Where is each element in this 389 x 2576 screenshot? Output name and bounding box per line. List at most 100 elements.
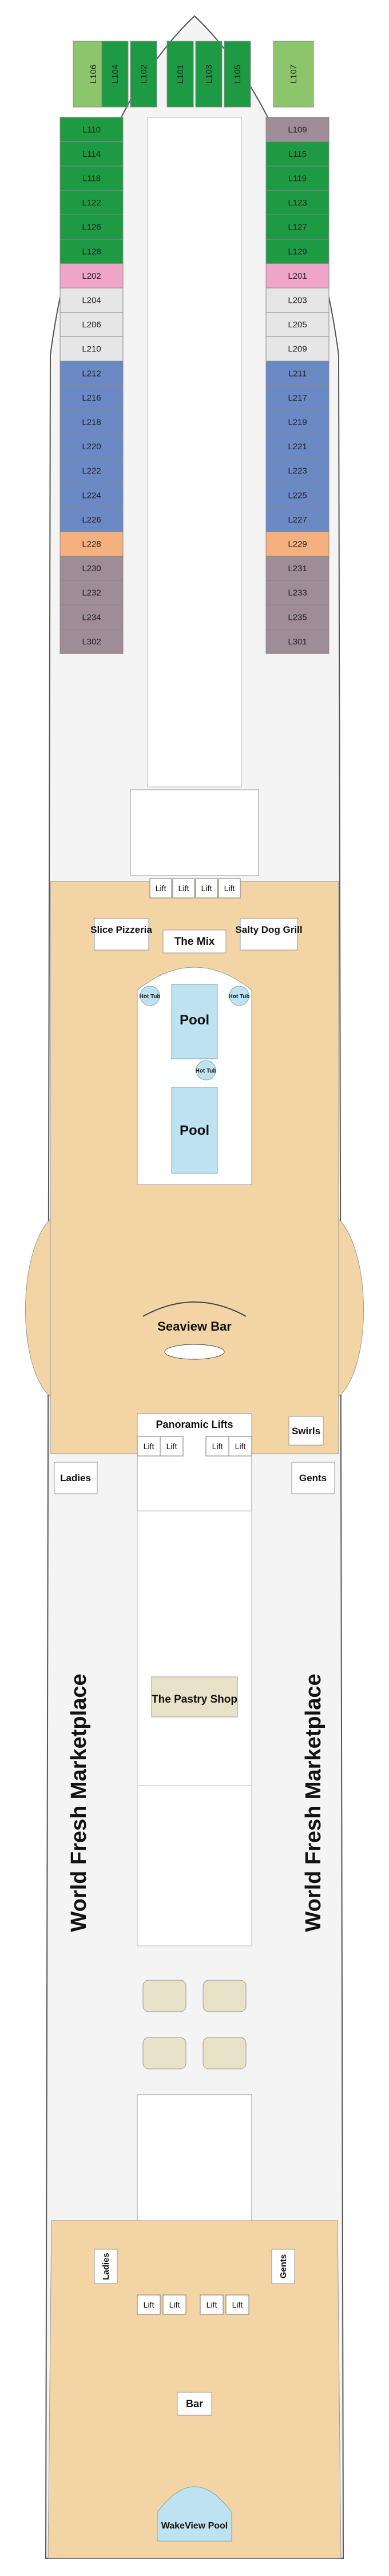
slice-pizzeria-area	[94, 918, 149, 951]
cabin-label-l301: L301	[288, 637, 307, 647]
cabin-label-l126: L126	[82, 223, 101, 232]
cabin-label-l220: L220	[82, 442, 101, 452]
the-mix-label: The Mix	[174, 936, 215, 948]
pool-upper-label: Pool	[180, 1012, 209, 1028]
cabin-label-l205: L205	[288, 320, 307, 330]
lift-car	[149, 878, 172, 899]
cabin-label-l216: L216	[82, 393, 101, 403]
starboard-wing	[338, 1218, 364, 1398]
cabin-label-l211: L211	[288, 369, 307, 378]
cabin-label-l101: L101	[176, 65, 185, 84]
lift-car	[172, 878, 195, 899]
aft-bar-counter	[177, 2392, 212, 2416]
hot-tub-starboard-label: Hot Tub	[228, 994, 249, 1000]
cabin-label-l110: L110	[82, 125, 101, 134]
wakeview-pool-basin	[157, 2486, 232, 2542]
lift-label: Lift	[224, 884, 235, 893]
forward-lift-lobby	[130, 789, 259, 876]
cabin-label-l230: L230	[82, 564, 101, 573]
cabin-l129	[265, 239, 330, 264]
hot-tub-port	[140, 986, 160, 1006]
cabin-l102	[130, 41, 157, 108]
cabin-l110	[59, 117, 124, 143]
cabin-label-l102: L102	[139, 65, 149, 84]
salty-dog-grill-label: Salty Dog Grill	[235, 924, 302, 935]
cabin-l224	[59, 482, 124, 508]
cabin-label-l119: L119	[288, 174, 307, 184]
cabin-label-l206: L206	[82, 320, 101, 330]
port-wing	[25, 1218, 51, 1398]
cabin-l220	[59, 434, 124, 459]
port-cabin-column: L110L114L118L122L126L128L202L204L206L210…	[59, 117, 124, 654]
cabin-label-l226: L226	[82, 515, 101, 525]
cabin-label-l227: L227	[288, 515, 307, 525]
cabin-l212	[59, 361, 124, 386]
lift-car	[162, 2294, 186, 2315]
cabin-label-l104: L104	[110, 65, 120, 84]
pool-upper	[171, 984, 218, 1059]
cabin-label-l123: L123	[288, 198, 307, 208]
cabin-label-l115: L115	[288, 149, 307, 159]
hot-tub-center-label: Hot Tub	[195, 1068, 216, 1074]
cabin-label-l217: L217	[288, 393, 307, 403]
cabin-l229	[265, 531, 330, 557]
cabin-l122	[59, 190, 124, 215]
lift-label: Lift	[212, 1442, 223, 1451]
cabin-label-l225: L225	[288, 490, 307, 500]
lift-car	[137, 2294, 161, 2315]
marketplace-island-1	[142, 1980, 186, 2012]
cabin-l210	[59, 336, 124, 362]
cabin-label-l235: L235	[288, 612, 307, 622]
lift-car	[160, 1436, 184, 1457]
marketplace-island-2	[203, 1980, 247, 2012]
cabin-l119	[265, 165, 330, 191]
panoramic-lifts-lobby	[137, 1413, 252, 1511]
aft-gents-label: Gents	[279, 2254, 288, 2279]
cabin-l205	[265, 312, 330, 337]
starboard-cabin-column: L109L115L119L123L127L129L201L203L205L209…	[265, 117, 330, 654]
cabin-label-l127: L127	[288, 223, 307, 232]
cabin-label-l129: L129	[288, 247, 307, 256]
panoramic-lifts-label: Panoramic Lifts	[156, 1419, 233, 1430]
lift-label: Lift	[144, 1442, 154, 1451]
cabin-label-l103: L103	[204, 65, 214, 84]
cabin-l105	[224, 41, 251, 108]
cabin-l225	[265, 482, 330, 508]
marketplace-island-4	[203, 2037, 247, 2069]
cabin-l216	[59, 385, 124, 410]
cabin-l202	[59, 263, 124, 288]
cabin-l104	[101, 41, 129, 108]
cabin-label-l210: L210	[82, 345, 101, 354]
slice-pizzeria-label: Slice Pizzeria	[90, 924, 152, 935]
marketplace-core-lower	[137, 1785, 252, 1946]
cabin-label-l106: L106	[89, 65, 98, 84]
aft-lift-lobby	[137, 2094, 252, 2221]
cabin-l231	[265, 556, 330, 581]
cabin-label-l209: L209	[288, 345, 307, 354]
swirls-area	[288, 1416, 324, 1446]
aft-ladies-restroom	[94, 2249, 118, 2284]
cabin-label-l118: L118	[82, 174, 101, 184]
wakeview-pool-label: WakeView Pool	[161, 2521, 228, 2531]
cabin-label-l302: L302	[82, 637, 101, 647]
cabin-label-l114: L114	[82, 149, 101, 159]
cabin-l126	[59, 214, 124, 240]
cabin-label-l231: L231	[288, 564, 307, 573]
cabin-l223	[265, 458, 330, 484]
cabin-l302	[59, 629, 124, 654]
gents-restroom	[291, 1462, 335, 1494]
lift-label: Lift	[156, 884, 166, 893]
cabin-l103	[195, 41, 223, 108]
pastry-shop-counter	[151, 1676, 238, 1718]
cabin-l227	[265, 507, 330, 532]
cabin-label-l228: L228	[82, 540, 101, 549]
lift-label: Lift	[169, 2300, 180, 2309]
lift-label: Lift	[144, 2300, 154, 2309]
cabin-l107	[273, 41, 314, 108]
cabin-label-l204: L204	[82, 296, 101, 306]
gents-label: Gents	[299, 1473, 327, 1483]
lift-car	[225, 2294, 249, 2315]
cabin-l221	[265, 434, 330, 459]
